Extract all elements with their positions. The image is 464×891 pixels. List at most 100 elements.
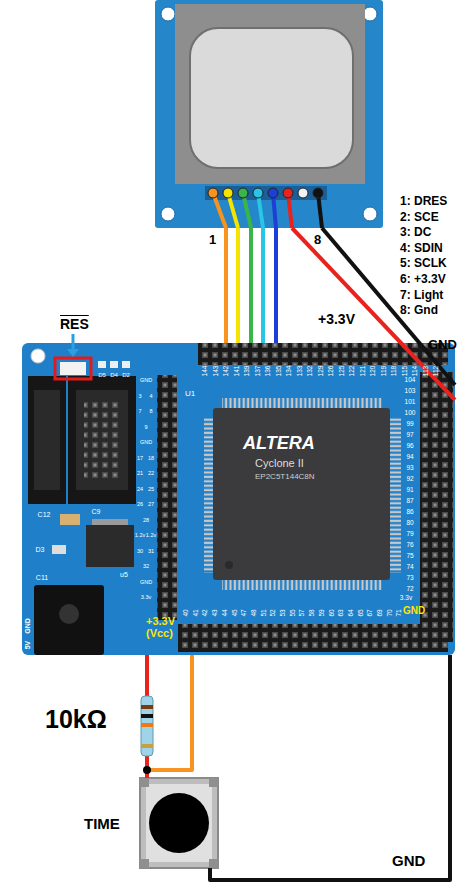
- wire: [292, 228, 455, 400]
- pin-number: 3: [138, 394, 141, 400]
- pin-number: 119: [380, 366, 387, 376]
- board-pcb: [22, 343, 455, 655]
- pin-number: 125: [338, 366, 345, 377]
- capacitor: [60, 514, 80, 525]
- component-label: U1: [185, 390, 195, 398]
- pin-number: 74: [406, 564, 413, 571]
- pin-legend-entry: 1: DRES: [400, 195, 447, 207]
- lcd-pin: [298, 188, 308, 198]
- component-label: D5: [98, 372, 106, 378]
- resistor: 10kΩ: [139, 688, 155, 760]
- mounting-hole: [363, 207, 377, 221]
- pin-number: 101: [405, 399, 416, 406]
- lcd-pin: [208, 188, 218, 198]
- pin-number: 97: [406, 432, 413, 439]
- jtag-slot: [34, 390, 60, 490]
- jtag-pins: [84, 398, 120, 482]
- pin-number: 120: [370, 366, 377, 377]
- lcd-pin: [223, 188, 233, 198]
- led: [110, 361, 118, 368]
- pin-name: GND: [24, 618, 31, 634]
- fpga-chip: ALTERACyclone IIEP2C5T144C8N: [213, 408, 390, 580]
- wire-label: +3.3V (Vcc): [146, 616, 186, 639]
- pin-number: 113: [422, 366, 429, 376]
- pin-number: 79: [406, 531, 413, 538]
- node-text: EP2C5T144C8N: [255, 473, 315, 481]
- junction-dot: [143, 766, 151, 774]
- pin-number: 144: [202, 366, 209, 377]
- pin-number: 60: [328, 609, 335, 616]
- pin-header-pins: [420, 372, 453, 642]
- pin-number: 52: [270, 609, 277, 616]
- pin-legend-entry: 3: DC: [400, 226, 431, 238]
- pin-number: 87: [406, 498, 413, 505]
- diode: [52, 545, 66, 554]
- lcd-header: [205, 186, 327, 200]
- chip-dot: [225, 561, 233, 569]
- pin-number: 30: [137, 549, 143, 555]
- jtag-connector: [68, 376, 136, 504]
- component-label: D4: [110, 372, 118, 378]
- lcd-pin: [268, 188, 278, 198]
- wire-label: +3.3V: [318, 312, 355, 327]
- pin-number: 118: [391, 366, 398, 376]
- lcd-frame: [175, 4, 365, 184]
- button-corner: [140, 859, 149, 868]
- pin-number: GND: [140, 580, 152, 586]
- pin-header: [178, 624, 448, 652]
- wire: [210, 655, 450, 880]
- wire-label: GND: [428, 338, 457, 352]
- pin-number: 59: [319, 609, 326, 616]
- pin-number: 135: [275, 366, 282, 377]
- button-corner: [209, 778, 218, 787]
- pin-number: 44: [222, 609, 229, 616]
- reset-switch: [60, 362, 86, 375]
- pin-header: [420, 372, 453, 642]
- pin-number: 69: [377, 609, 384, 616]
- node-text: 1: [209, 233, 216, 246]
- wire: [274, 228, 278, 343]
- pin-number: 31: [148, 549, 154, 555]
- pin-legend-entry: 5: SCLK: [400, 257, 447, 269]
- component-label: D3: [36, 546, 45, 553]
- lcd-pin: [253, 188, 263, 198]
- pin-number: 65: [357, 609, 364, 616]
- pin-number: 115: [401, 366, 408, 376]
- pin-number: 136: [265, 366, 272, 377]
- pin-number: 129: [317, 366, 324, 377]
- pin-name: 3.3v: [400, 595, 412, 602]
- pin-number: 22: [148, 471, 154, 477]
- mounting-hole: [161, 207, 175, 221]
- led: [98, 361, 106, 368]
- pin-header-pins: [178, 624, 448, 652]
- pin-number: 92: [406, 476, 413, 483]
- pin-name: GND: [403, 606, 425, 616]
- power-jack-hole: [59, 604, 79, 624]
- lcd-screen: [190, 28, 353, 168]
- pin-header-pins: [157, 375, 177, 620]
- pin-number: 18: [148, 456, 154, 462]
- button-corner: [209, 859, 218, 868]
- pin-legend-entry: 6: +3.3V: [400, 273, 446, 285]
- pin-number: 53: [280, 609, 287, 616]
- pin-number: 47: [241, 609, 248, 616]
- pin-number: 70: [386, 609, 393, 616]
- pin-number: 76: [406, 542, 413, 549]
- pin-number: 4: [149, 394, 152, 400]
- pin-number: 99: [406, 421, 413, 428]
- regulator-tab: [92, 519, 128, 526]
- pin-number: 57: [299, 609, 306, 616]
- lcd-pin: [313, 188, 323, 198]
- pin-number: 48: [251, 609, 258, 616]
- pin-number: 122: [349, 366, 356, 377]
- push-button: TIME: [138, 778, 218, 868]
- color-band: [141, 744, 153, 748]
- pin-number: 41: [192, 609, 199, 616]
- pin-number: 139: [244, 366, 251, 377]
- pointer-arrow: [72, 334, 75, 350]
- pin-number: 28: [143, 518, 149, 524]
- pin-number: 134: [286, 366, 293, 377]
- pin-number: 27: [148, 502, 154, 508]
